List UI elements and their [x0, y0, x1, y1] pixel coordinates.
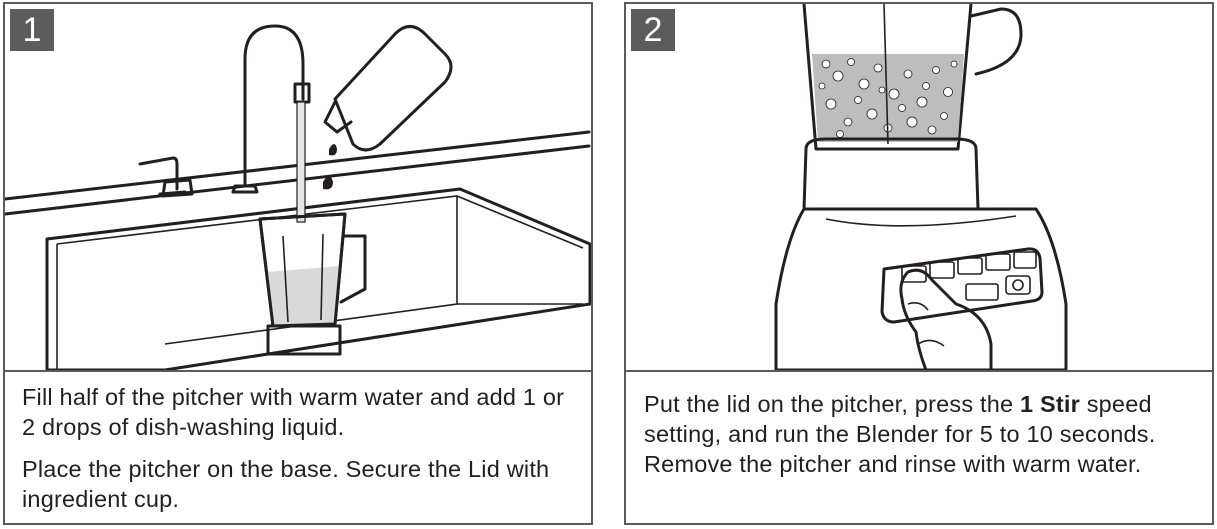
step-2-text-after: speed setting, and run the Blender for 5…: [644, 391, 1156, 477]
step-2-illustration: 2: [626, 4, 1212, 372]
sink-basin: [45, 187, 591, 370]
liquefy-speed-button[interactable]: [1013, 251, 1037, 269]
step-1-instructions: Fill half of the pitcher with warm water…: [22, 382, 581, 526]
mix-speed-button[interactable]: [957, 257, 983, 275]
control-panel: [880, 247, 1044, 324]
power-icon: [1012, 279, 1024, 291]
step-2-instructions: Put the lid on the pitcher, press the 1 …: [644, 389, 1202, 491]
blender-collar: [802, 137, 980, 211]
stir-setting-label: 1 Stir: [1020, 391, 1080, 417]
pulse-button[interactable]: [965, 283, 999, 301]
blender-illustration: [774, 4, 1068, 370]
sink-illustration: [5, 24, 591, 370]
soap-bottle: [323, 25, 453, 190]
power-button[interactable]: [1005, 275, 1031, 295]
hand-pressing-button: [899, 268, 993, 370]
blender-jar: [802, 4, 1023, 151]
puree-speed-button[interactable]: [985, 253, 1011, 271]
step-1-paragraph-2: Place the pitcher on the base. Secure th…: [22, 456, 550, 512]
step-1-panel: 1: [3, 2, 593, 525]
water-stream: [296, 101, 306, 223]
faucet: [243, 24, 305, 188]
step-2-paragraph: Put the lid on the pitcher, press the 1 …: [644, 389, 1202, 479]
step-1-illustration: 1: [5, 4, 591, 372]
faucet-handle: [138, 156, 187, 196]
pitcher: [258, 212, 367, 356]
step-2-text-before: Put the lid on the pitcher, press the: [644, 391, 1020, 417]
step-2-number-badge: 2: [631, 9, 675, 51]
step-1-number-badge: 1: [10, 9, 54, 51]
step-1-paragraph-1: Fill half of the pitcher with warm water…: [22, 384, 565, 440]
chop-speed-button[interactable]: [929, 261, 955, 279]
step-2-panel: 2: [624, 2, 1214, 525]
blender-base: [774, 207, 1068, 370]
